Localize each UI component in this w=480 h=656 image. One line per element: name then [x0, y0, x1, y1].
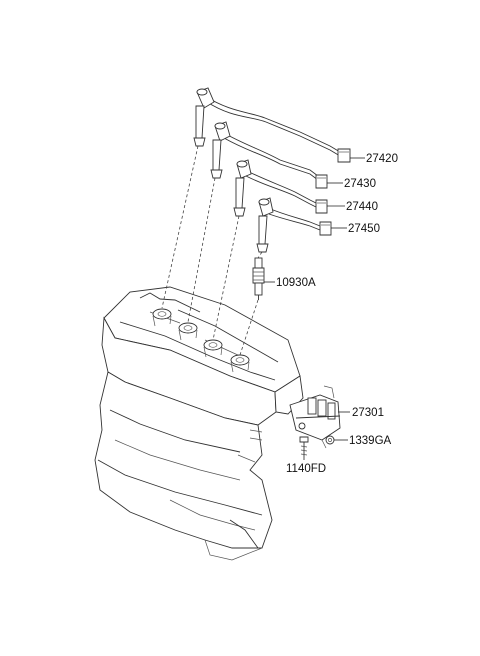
ignition-wire-27430	[187, 121, 328, 323]
spark-plug-guide-line	[239, 299, 259, 356]
spark-plug	[252, 257, 265, 300]
label-1140fd: 1140FD	[286, 463, 326, 475]
label-27440: 27440	[346, 201, 378, 213]
bolt-1339ga	[325, 435, 335, 445]
ignition-wire-27440	[212, 159, 328, 341]
label-10930a: 10930A	[276, 277, 316, 289]
label-27420: 27420	[366, 153, 398, 165]
label-1339ga: 1339GA	[349, 435, 392, 447]
ignition-coil-pack	[289, 385, 341, 449]
label-27450: 27450	[348, 223, 380, 235]
ignition-wire-27420	[161, 87, 351, 309]
ignition-wire-27450	[256, 197, 332, 259]
engine-block	[94, 286, 304, 561]
bolt-1140fd	[299, 436, 309, 456]
label-27430: 27430	[344, 178, 376, 190]
label-27301: 27301	[352, 407, 384, 419]
plug-wells	[152, 308, 250, 373]
